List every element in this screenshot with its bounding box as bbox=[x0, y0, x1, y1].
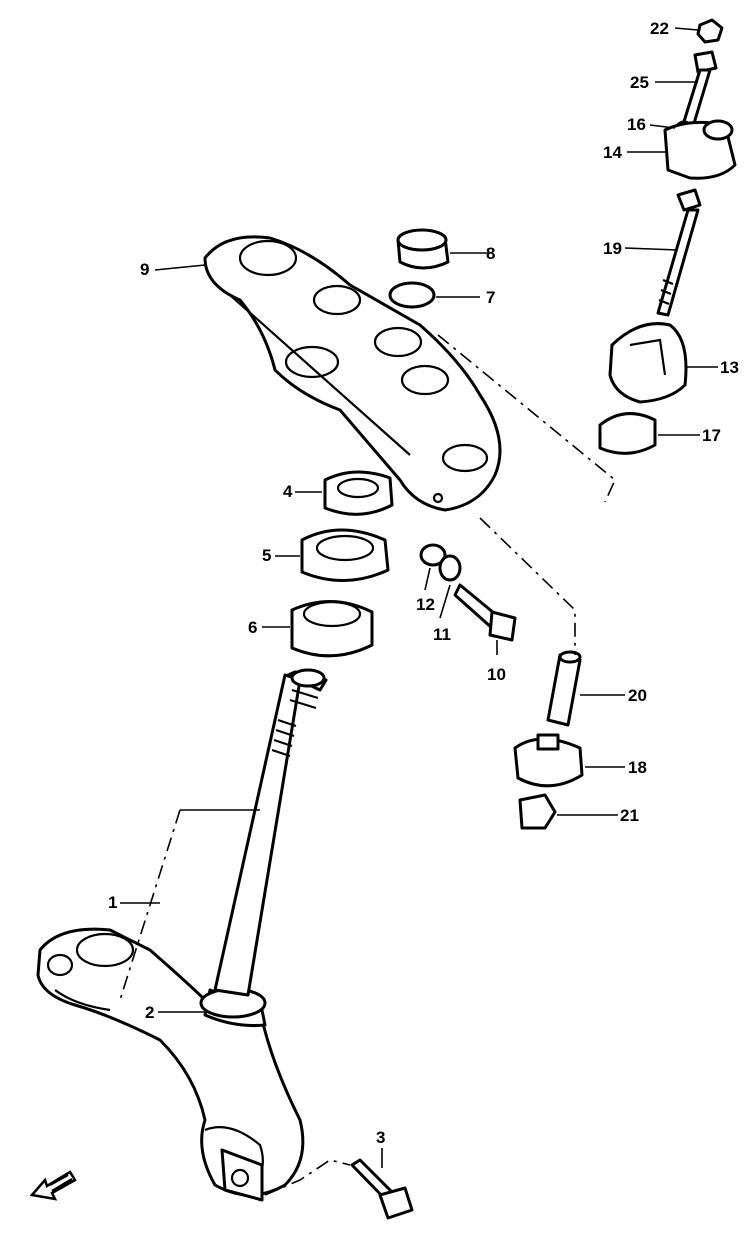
callout-16: 16 bbox=[627, 115, 646, 134]
callout-1: 1 bbox=[108, 893, 117, 912]
callout-9: 9 bbox=[140, 260, 149, 279]
part-6-bearing bbox=[290, 600, 374, 658]
callout-6: 6 bbox=[248, 618, 257, 637]
part-25-bolt bbox=[680, 50, 718, 132]
callout-4: 4 bbox=[283, 482, 293, 501]
callout-18: 18 bbox=[628, 758, 647, 777]
callout-19: 19 bbox=[603, 239, 622, 258]
part-20-pin bbox=[546, 650, 582, 727]
lower-bracket-stem bbox=[36, 668, 328, 1202]
assembly-line-13 bbox=[437, 334, 616, 503]
part-22-nut bbox=[696, 18, 724, 44]
part-19-bolt bbox=[656, 188, 702, 317]
callout-2: 2 bbox=[145, 1003, 154, 1022]
callout-3: 3 bbox=[376, 1128, 385, 1147]
callout-17: 17 bbox=[702, 426, 721, 445]
part-18-cushion bbox=[513, 733, 584, 788]
part-17-cushion bbox=[598, 412, 657, 455]
callout-11: 11 bbox=[433, 625, 451, 644]
callout-25: 25 bbox=[630, 73, 649, 92]
callout-21: 21 bbox=[620, 806, 639, 825]
callout-22: 22 bbox=[650, 19, 669, 38]
upper-bracket bbox=[203, 235, 502, 512]
leader-lines bbox=[120, 27, 718, 1168]
part-13-holder bbox=[608, 322, 688, 404]
part-8-cap bbox=[396, 228, 450, 270]
callout-8: 8 bbox=[486, 244, 495, 263]
part-14-clamp bbox=[663, 119, 737, 180]
part-10-bolt bbox=[453, 583, 517, 642]
part-12-washer bbox=[419, 543, 447, 567]
callout-10: 10 bbox=[487, 665, 506, 684]
callout-20: 20 bbox=[628, 686, 647, 705]
part-4-nut bbox=[323, 470, 394, 516]
part-7-washer bbox=[388, 281, 436, 309]
callout-13: 13 bbox=[720, 358, 739, 377]
part-5-bearing bbox=[300, 528, 390, 582]
callout-5: 5 bbox=[262, 546, 271, 565]
part-11-washer bbox=[438, 554, 462, 582]
part-3-bolt bbox=[350, 1158, 414, 1220]
front-arrow-icon bbox=[29, 1170, 77, 1201]
callout-7: 7 bbox=[486, 288, 495, 307]
callout-14: 14 bbox=[603, 143, 622, 162]
part-21-nut bbox=[518, 793, 557, 830]
callout-labels: 9 8 7 4 5 6 1 2 3 10 11 12 13 14 16 17 1… bbox=[108, 19, 739, 1147]
assembly-line-1 bbox=[119, 809, 181, 1001]
callout-12: 12 bbox=[416, 595, 435, 614]
